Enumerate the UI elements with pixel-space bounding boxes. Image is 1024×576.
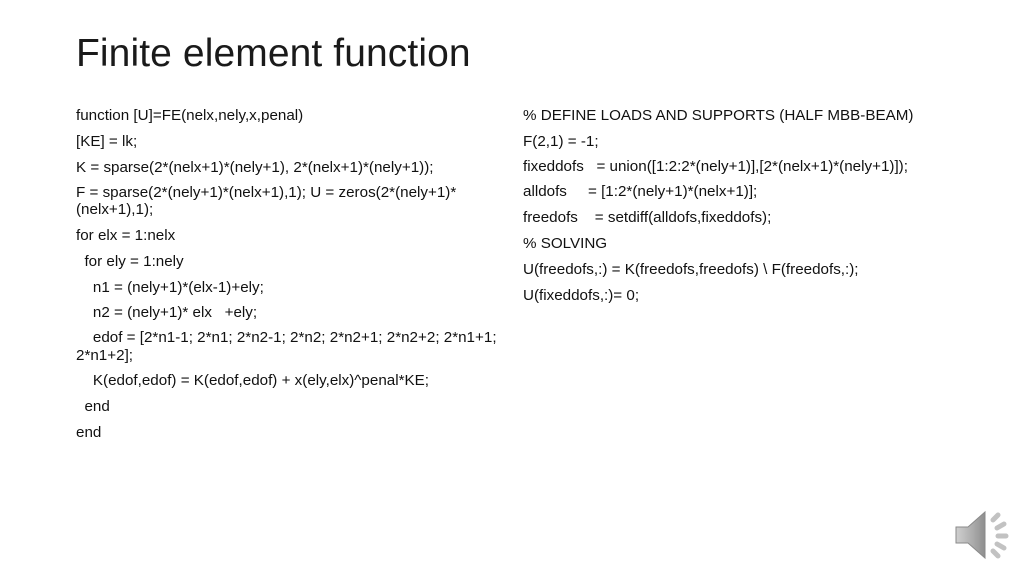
code-line: U(fixeddofs,:)= 0; <box>523 286 640 304</box>
code-line: n2 = (nely+1)* elx +ely; <box>76 304 258 322</box>
code-line: for elx = 1:nelx <box>76 226 176 244</box>
code-line: alldofs = [1:2*(nely+1)*(nelx+1)]; <box>523 183 758 201</box>
code-column-left: function [U]=FE(nelx,nely,x,penal) [KE] … <box>76 106 506 449</box>
code-line: F = sparse(2*(nely+1)*(nelx+1),1); U = z… <box>76 183 457 219</box>
code-line: end <box>76 424 102 442</box>
code-line: % DEFINE LOADS AND SUPPORTS (HALF MBB-BE… <box>523 107 914 124</box>
code-line: % SOLVING <box>523 234 608 252</box>
code-line: F(2,1) = -1; <box>523 132 599 150</box>
code-line: edof = [2*n1-1; 2*n1; 2*n2-1; 2*n2; 2*n2… <box>76 329 501 365</box>
code-line: fixeddofs = union([1:2:2*(nely+1)],[2*(n… <box>523 157 908 175</box>
code-line: end <box>76 398 110 416</box>
code-column-right: % DEFINE LOADS AND SUPPORTS (HALF MBB-BE… <box>523 106 953 312</box>
code-line: freedofs = setdiff(alldofs,fixeddofs); <box>523 208 772 226</box>
speaker-audio-icon[interactable] <box>952 506 1014 564</box>
code-line: K = sparse(2*(nelx+1)*(nely+1), 2*(nelx+… <box>76 158 434 176</box>
code-line: K(edof,edof) = K(edof,edof) + x(ely,elx)… <box>76 372 429 390</box>
code-line: U(freedofs,:) = K(freedofs,freedofs) \ F… <box>523 260 859 278</box>
code-line: [KE] = lk; <box>76 132 138 150</box>
code-body: function [U]=FE(nelx,nely,x,penal) [KE] … <box>76 106 956 486</box>
code-line: for ely = 1:nely <box>76 252 184 270</box>
page-title: Finite element function <box>76 32 471 75</box>
code-line: n1 = (nely+1)*(elx-1)+ely; <box>76 278 264 296</box>
code-line: function [U]=FE(nelx,nely,x,penal) <box>76 107 304 124</box>
